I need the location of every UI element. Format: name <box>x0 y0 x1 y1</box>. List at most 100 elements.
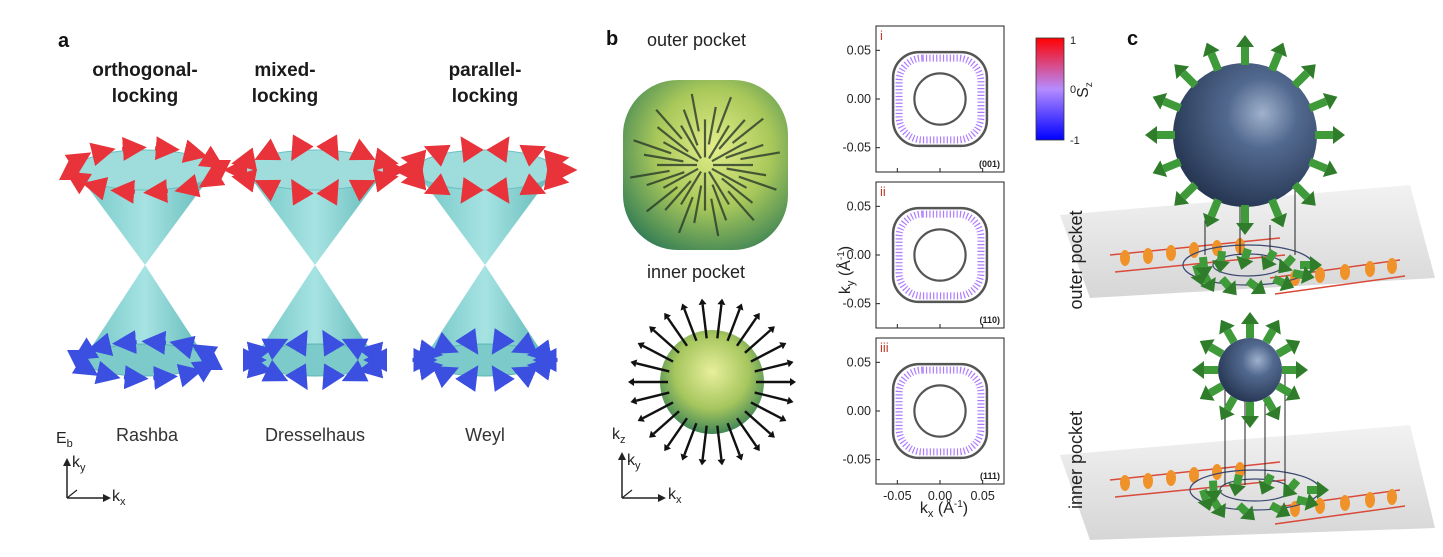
contour-plot: 0.050.00-0.05i(001) <box>843 25 1005 173</box>
arrow-head <box>1270 42 1287 58</box>
panel-b-letter: b <box>606 28 619 50</box>
spin-arrow-down <box>491 328 515 355</box>
arrow-shaft <box>1268 198 1283 218</box>
spin-arrow-down <box>285 329 308 357</box>
inner-spin-arrow <box>652 410 680 435</box>
outer-green-spin <box>1308 158 1338 177</box>
arrow-head <box>1322 93 1338 110</box>
arrow-head <box>1279 274 1295 292</box>
arrow-head <box>1199 385 1215 401</box>
outer-green-spin <box>1152 158 1182 177</box>
inner-spin-arrow <box>744 329 772 354</box>
spin-arrow-up <box>348 179 376 202</box>
panel-c-letter: c <box>1127 28 1139 50</box>
dresselhaus-label: Dresselhaus <box>264 425 366 445</box>
inner-arrow-head <box>767 326 775 334</box>
y-tick-label: 0.05 <box>847 199 871 213</box>
arrow-shaft <box>1223 328 1238 345</box>
spin-arrow-up <box>89 142 116 167</box>
orange-spin <box>1315 267 1325 283</box>
outer-green-spin <box>1268 198 1287 228</box>
arrow-shaft <box>1233 474 1243 486</box>
arrow-shaft <box>1283 254 1297 268</box>
inner-arrow-head <box>735 303 744 311</box>
inner-arrow-head <box>767 430 775 438</box>
spin-arrow-up <box>372 147 399 172</box>
arrow-head <box>1285 385 1301 401</box>
inner-green-spin <box>1192 361 1218 379</box>
weyl-label: Weyl <box>465 425 505 445</box>
outer-green-spin <box>1315 126 1345 144</box>
spin-arrow-up <box>181 139 208 163</box>
outer-spin-arrow <box>646 171 685 187</box>
projected-green-spin <box>1292 266 1315 284</box>
spin-arrow-up <box>82 177 109 201</box>
spin-arrow-up <box>543 149 570 174</box>
outer-pocket-arrows <box>629 93 781 237</box>
arrow-shaft <box>1315 131 1333 139</box>
arrow-shaft <box>1216 250 1226 262</box>
spin-arrow-down <box>432 331 459 354</box>
arrow-head <box>1199 339 1215 355</box>
spin-arrow-up <box>231 168 258 193</box>
outer-spin-arrow <box>718 119 746 150</box>
arrow-shaft <box>1241 47 1249 65</box>
spin-arrow-up <box>486 136 510 163</box>
colorbar-max: 1 <box>1070 35 1076 47</box>
projected-green-spin <box>1300 256 1322 274</box>
spin-texture-ring <box>895 210 985 300</box>
inner-pocket-arrows <box>628 298 796 466</box>
outer-spin-arrow <box>682 109 699 146</box>
spin-arrow-up <box>197 145 225 169</box>
inner-green-spin <box>1241 312 1259 338</box>
kz-axis-label: kz <box>612 426 626 447</box>
orange-spin <box>1143 248 1153 264</box>
arrow-shaft <box>1245 277 1259 291</box>
projected-green-spin <box>1307 481 1329 499</box>
spin-arrow-down <box>123 365 149 390</box>
outer-sphere <box>1173 63 1317 207</box>
inner-arrow-head <box>664 443 671 452</box>
inner-contour <box>913 228 967 282</box>
inner-arrow-head <box>649 430 657 438</box>
inner-spin-arrow <box>683 308 698 342</box>
kx-axis-label: kx <box>112 488 126 509</box>
arrow-shaft <box>1208 343 1225 358</box>
arrow-shaft <box>1241 247 1252 260</box>
lower-cone-base <box>422 343 548 377</box>
inner-spin-arrow <box>716 304 723 339</box>
orange-spin <box>1365 492 1375 508</box>
inner-sphere <box>1218 338 1282 402</box>
y-tick-label: 0.00 <box>847 404 871 418</box>
arrow-shaft <box>1207 198 1222 218</box>
outer-green-spin <box>1203 198 1222 228</box>
spin-arrow-up <box>143 179 168 204</box>
rail-line <box>1114 479 1286 498</box>
inner-arrow-head <box>779 342 787 350</box>
projected-green-spin <box>1236 502 1255 521</box>
spin-arrow-up <box>348 138 376 161</box>
contour-plots-group: 0.050.00-0.05i(001)0.050.00-0.05ii(110)0… <box>843 25 1005 503</box>
arrow-head <box>1241 416 1259 428</box>
lower-cone-base <box>82 343 208 377</box>
arrow-head <box>1250 279 1266 295</box>
panel-a-axes <box>63 458 111 502</box>
arrow-head <box>1145 126 1157 144</box>
inner-arrow-head <box>637 414 645 422</box>
outer-green-spin <box>1152 93 1182 112</box>
plot-roman-numeral: iii <box>880 340 889 355</box>
title-line2: locking <box>251 86 319 107</box>
arrow-head <box>1317 481 1329 499</box>
title-line1: mixed- <box>254 60 316 81</box>
outer-pocket-surface <box>623 80 788 250</box>
plot-roman-numeral: ii <box>880 184 886 199</box>
projected-green-spin <box>1272 274 1295 292</box>
arrow-head <box>1304 493 1319 511</box>
outer-spin-arrow <box>740 151 781 161</box>
arrow-shaft <box>1263 473 1275 486</box>
spin-arrow-down <box>455 328 479 355</box>
outer-spin-arrow <box>708 124 730 159</box>
orthogonal-locking-title: orthogonal- locking <box>55 58 235 110</box>
spin-contour-plots: 0.050.00-0.05i(001)0.050.00-0.05ii(110)0… <box>835 25 1005 520</box>
